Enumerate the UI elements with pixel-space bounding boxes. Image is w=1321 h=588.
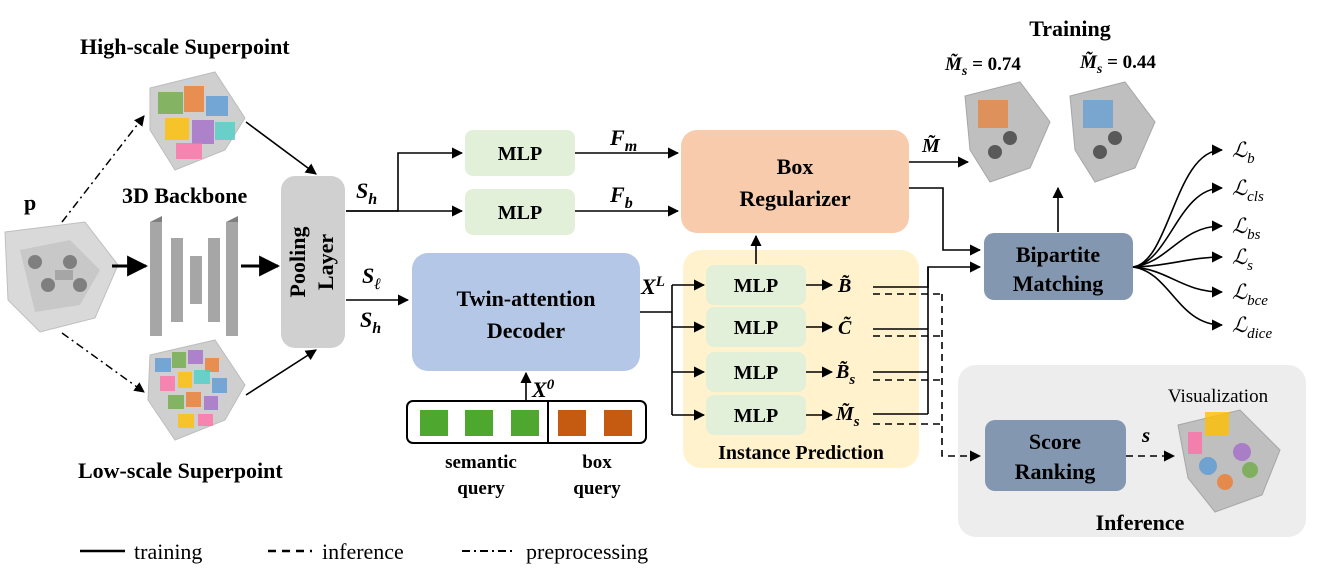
mlp-mask-block (465, 130, 575, 176)
bipartite-line2: Matching (1013, 271, 1103, 296)
ms-074-label: M̃s = 0.74 (944, 54, 1021, 79)
pooling-line1: Pooling (285, 227, 310, 298)
loss-cls: ℒcls (1232, 176, 1264, 205)
semantic-query-token-2 (465, 410, 493, 436)
inference-scene (1177, 409, 1281, 513)
mlp-instance-2 (706, 307, 806, 347)
score-ranking-block (985, 420, 1126, 491)
legend-training-label: training (134, 539, 202, 564)
box-query-line1: box (582, 452, 612, 473)
s-h-label-top: Sh (356, 178, 377, 208)
training-scene-2 (1069, 81, 1156, 183)
preprocess-arrow-high (61, 115, 145, 223)
semantic-query-line2: query (457, 478, 505, 499)
bs-tilde-label: B̃s (835, 360, 855, 388)
pooling-line2: Layer (313, 234, 338, 290)
box-regularizer-block (681, 130, 909, 233)
xl-label: XL (640, 274, 665, 299)
score-line2: Ranking (1015, 459, 1096, 484)
mlp-instance-4 (706, 395, 806, 435)
pooling-layer-block (281, 176, 345, 348)
high-scale-superpoint-cloud (149, 71, 246, 171)
b-tilde-label: B̃ (837, 274, 851, 297)
arrow-low-to-pooling (245, 349, 317, 396)
semantic-query-token-1 (420, 410, 448, 436)
loss-dice: ℒdice (1232, 313, 1272, 342)
low-scale-superpoint-cloud (147, 339, 246, 441)
twin-attention-decoder-block (412, 253, 640, 371)
loss-b: ℒb (1232, 138, 1255, 167)
decoder-line2: Decoder (487, 318, 565, 343)
ms-tilde-label: M̃s (835, 402, 860, 430)
box-query-line2: query (573, 478, 621, 499)
box-query-token-2 (604, 410, 632, 436)
bipartite-line1: Bipartite (1016, 242, 1101, 267)
training-scene-1 (964, 81, 1051, 183)
training-title: Training (1029, 16, 1111, 41)
mlp-instance-2-label: MLP (734, 317, 778, 339)
mlp-mask-label: MLP (498, 143, 542, 165)
input-point-cloud (4, 221, 119, 333)
mlp-instance-1 (706, 265, 806, 305)
backbone-title: 3D Backbone (122, 183, 248, 208)
bipartite-matching-block (984, 233, 1133, 300)
inference-bus (941, 294, 982, 462)
arrow-high-to-pooling (245, 121, 317, 175)
loss-bce: ℒbce (1232, 280, 1268, 309)
box-regularizer-line2: Regularizer (739, 186, 850, 211)
mlp-instance-4-label: MLP (734, 405, 778, 427)
box-query-token-1 (558, 410, 586, 436)
preprocess-arrow-low (61, 332, 145, 393)
semantic-query-line1: semantic (445, 452, 517, 473)
inference-title: Inference (1096, 510, 1185, 535)
f-b-label: Fb (609, 182, 633, 212)
arrow-regularizer-to-matching (909, 187, 982, 256)
legend: training inference preprocessing (80, 539, 648, 564)
m-tilde-label: M̃ (921, 134, 941, 157)
legend-inference-label: inference (322, 539, 404, 564)
loss-fanout (1132, 144, 1224, 331)
high-scale-title: High-scale Superpoint (80, 34, 290, 59)
mlp-box-block (465, 189, 575, 235)
loss-bs: ℒbs (1232, 214, 1261, 243)
ms-044-label: M̃s = 0.44 (1079, 52, 1156, 77)
mlp-instance-3 (706, 352, 806, 392)
semantic-query-token-3 (511, 410, 539, 436)
x0-label: X0 (531, 377, 555, 402)
f-m-label: Fm (609, 125, 637, 155)
score-line1: Score (1029, 429, 1081, 454)
score-s-label: s (1141, 423, 1150, 447)
backbone-icon (150, 216, 238, 336)
decoder-line1: Twin-attention (457, 286, 596, 311)
instance-prediction-title: Instance Prediction (718, 442, 884, 464)
low-scale-title: Low-scale Superpoint (78, 458, 283, 483)
mlp-instance-1-label: MLP (734, 275, 778, 297)
input-p-label: p (24, 190, 36, 215)
box-regularizer-line1: Box (777, 154, 814, 179)
visualization-label: Visualization (1168, 386, 1269, 407)
mlp-box-label: MLP (498, 202, 542, 224)
s-l-label: Sℓ (362, 263, 381, 293)
mlp-instance-3-label: MLP (734, 362, 778, 384)
s-h-label-bottom: Sh (360, 307, 381, 337)
loss-s: ℒs (1232, 245, 1253, 274)
c-tilde-label: C̃ (838, 316, 852, 339)
legend-preprocessing-label: preprocessing (526, 539, 648, 564)
